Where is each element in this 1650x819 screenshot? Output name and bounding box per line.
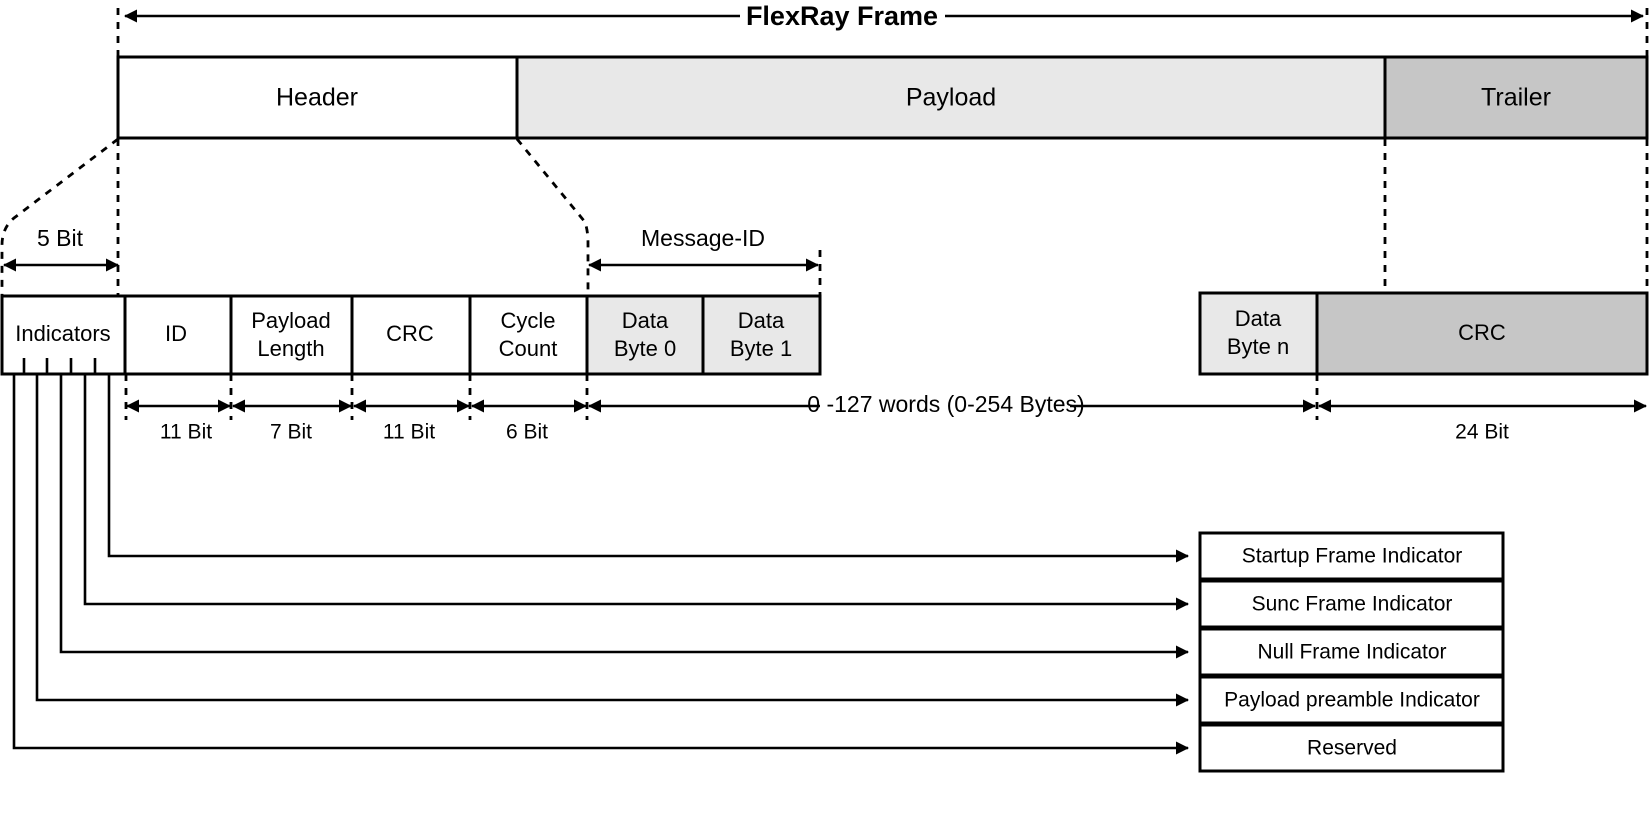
field-data-byte-0-label-1: Data xyxy=(622,308,669,333)
indicator-leader-lines xyxy=(12,374,1189,755)
indicator-box-null-frame xyxy=(1198,627,1505,677)
leader-reserved xyxy=(12,374,1189,755)
header-field-row: Indicators ID Payload Length CRC Cycle C… xyxy=(0,294,822,376)
field-data-byte-1 xyxy=(701,294,822,376)
bit-label-id: 11 Bit xyxy=(160,421,212,444)
frame-segment-payload xyxy=(515,55,1387,140)
guide-header-right-expand xyxy=(515,138,590,296)
field-data-byte-0 xyxy=(585,294,705,376)
trailer-span-label: 24 Bit xyxy=(1455,421,1509,444)
field-crc-trailer-label: CRC xyxy=(1458,320,1506,345)
frame-segment-header xyxy=(116,55,519,140)
indicators-bit-label: 5 Bit xyxy=(37,225,84,251)
leader-null-frame xyxy=(59,374,1189,659)
message-id-label: Message-ID xyxy=(641,225,765,251)
field-payload-length-label-1: Payload xyxy=(251,308,331,333)
frame-segment-trailer xyxy=(1383,55,1649,140)
field-data-byte-n-label-1: Data xyxy=(1235,306,1282,331)
frame-bar: Header Payload Trailer xyxy=(116,55,1649,140)
field-data-byte-1-label-2: Byte 1 xyxy=(730,336,792,361)
indicator-label-startup-frame: Startup Frame Indicator xyxy=(1242,545,1463,568)
field-id xyxy=(123,294,233,376)
field-id-label: ID xyxy=(165,321,187,346)
frame-segment-payload-label: Payload xyxy=(906,84,996,112)
field-data-byte-1-label-1: Data xyxy=(738,308,785,333)
indicator-box-payload-preamble xyxy=(1198,675,1505,725)
indicators-tick-marks xyxy=(22,358,97,374)
guide-header-left-expand xyxy=(0,137,119,296)
frame-segment-header-label: Header xyxy=(276,84,358,112)
field-cycle-count-label-1: Cycle xyxy=(500,308,555,333)
indicator-label-payload-preamble: Payload preamble Indicator xyxy=(1224,689,1480,712)
trailer-span: 24 Bit xyxy=(1318,399,1647,444)
frame-title-span: FlexRay Frame xyxy=(124,1,1644,31)
bit-span-arrows: 11 Bit 7 Bit 11 Bit 6 Bit xyxy=(126,399,587,444)
indicator-label-sunc-frame: Sunc Frame Indicator xyxy=(1252,593,1453,616)
leader-startup-frame xyxy=(107,374,1189,563)
bit-label-crc: 11 Bit xyxy=(383,421,435,444)
indicator-box-sunc-frame xyxy=(1198,579,1505,629)
field-data-byte-n xyxy=(1198,291,1319,376)
field-payload-length-label-2: Length xyxy=(257,336,324,361)
message-id-span: Message-ID xyxy=(588,225,822,296)
indicator-legend: Startup Frame Indicator Sunc Frame Indic… xyxy=(1198,531,1505,773)
field-indicators-label: Indicators xyxy=(15,321,110,346)
indicator-label-null-frame: Null Frame Indicator xyxy=(1257,641,1446,664)
bit-label-cycle-count: 6 Bit xyxy=(506,421,548,444)
field-crc-header xyxy=(350,294,472,376)
leader-sunc-frame xyxy=(83,374,1189,611)
field-crc-header-label: CRC xyxy=(386,321,434,346)
payload-span-label: 0 -127 words (0-254 Bytes) xyxy=(807,391,1084,417)
field-data-byte-0-label-2: Byte 0 xyxy=(614,336,676,361)
field-cycle-count-label-2: Count xyxy=(499,336,558,361)
frame-segment-trailer-label: Trailer xyxy=(1481,84,1551,112)
field-crc-trailer xyxy=(1315,291,1649,376)
indicator-label-reserved: Reserved xyxy=(1307,737,1397,760)
indicator-box-reserved xyxy=(1198,723,1505,773)
bit-label-payload-length: 7 Bit xyxy=(270,421,312,444)
payload-span: 0 -127 words (0-254 Bytes) xyxy=(588,391,1316,417)
leader-payload-preamble xyxy=(35,374,1189,707)
bit-span-guides xyxy=(124,374,1319,420)
trailer-field-row: Data Byte n CRC xyxy=(1198,291,1649,376)
indicator-box-startup-frame xyxy=(1198,531,1505,581)
page-title: FlexRay Frame xyxy=(746,1,938,31)
indicators-bit-span: 5 Bit xyxy=(3,225,119,272)
field-data-byte-n-label-2: Byte n xyxy=(1227,334,1289,359)
